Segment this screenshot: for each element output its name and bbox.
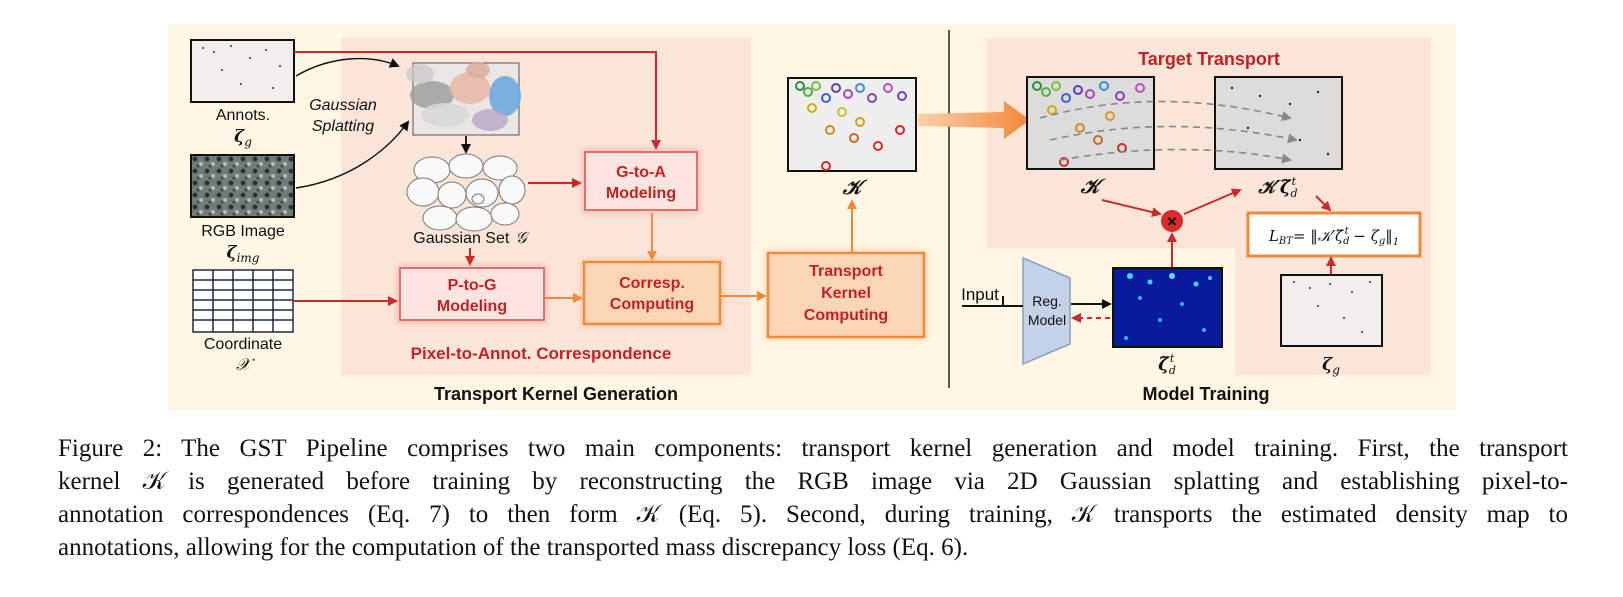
- gaussian-splatting-label-1: Gaussian: [309, 97, 377, 114]
- transport-label-2: Kernel: [821, 285, 871, 302]
- density-symbol: ζ̃dt: [1158, 352, 1176, 377]
- reg-model-label-2: Model: [1028, 312, 1066, 328]
- arrow-rgb-to-splatting: [295, 120, 410, 189]
- arrow-multiply-to-transported: [1183, 188, 1242, 215]
- splatting-reconstruction-image: [406, 62, 521, 136]
- kernel-image-left: [787, 77, 917, 172]
- gaussian-set-blobs: [406, 153, 526, 232]
- transport-label-3: Computing: [804, 307, 888, 324]
- p-to-g-label-1: P-to-G: [448, 277, 497, 294]
- caption-line-3: annotation correspondences (Eq. 7) to th…: [58, 501, 1568, 528]
- rgb-symbol: ζimg: [227, 243, 260, 265]
- arrow-annots-to-g-to-a: [294, 51, 661, 150]
- reg-model-block: [1022, 256, 1071, 366]
- transport-kernel-computing-box: [766, 251, 926, 339]
- transported-density-image: [1039, 76, 1343, 170]
- rgb-label: RGB Image: [201, 223, 285, 240]
- reg-model-label-1: Reg.: [1032, 293, 1062, 309]
- g-to-a-modeling-box: [584, 151, 698, 211]
- kernel-image-right: [1026, 76, 1155, 170]
- gst-pipeline-figure: Annots. ζg Gaussian Splatting RGB Image …: [168, 24, 1456, 410]
- correspondence-title: Pixel-to-Annot. Correspondence: [411, 344, 672, 363]
- loss-formula: LBT= ‖𝒦′ζ̃dt − ζg‖1: [1268, 226, 1399, 248]
- g-to-a-label-1: G-to-A: [616, 164, 666, 181]
- caption-line-1: Figure 2: The GST Pipeline comprises two…: [58, 435, 1568, 462]
- loss-box: [1246, 211, 1422, 258]
- p-to-g-modeling-box: [399, 267, 545, 321]
- g-to-a-label-2: Modeling: [606, 185, 676, 202]
- annots-label: Annots.: [216, 107, 270, 124]
- section-title-right: Model Training: [1142, 384, 1269, 404]
- transport-label-1: Transport: [809, 263, 883, 280]
- corresp-label-1: Corresp.: [619, 275, 685, 292]
- gt-symbol: ζg: [1322, 355, 1340, 377]
- multiply-symbol: ×: [1167, 212, 1177, 231]
- arrow-kernel-to-multiply: [1101, 199, 1162, 217]
- big-flow-arrow: [918, 101, 1030, 139]
- annots-symbol: ζg: [234, 127, 252, 149]
- coordinate-grid: [192, 269, 294, 333]
- density-map-image: [1112, 267, 1223, 348]
- arrow-transported-to-loss: [1315, 195, 1332, 212]
- section-title-left: Transport Kernel Generation: [434, 384, 678, 404]
- figure-caption: Figure 2: The GST Pipeline comprises two…: [58, 432, 1568, 564]
- corresp-label-2: Computing: [610, 296, 694, 313]
- target-transport-title: Target Transport: [1138, 49, 1280, 69]
- corresp-computing-box: [582, 260, 722, 326]
- p-to-g-label-2: Modeling: [437, 298, 507, 315]
- gt-annotation-image: [1280, 274, 1383, 347]
- multiply-node: [1161, 210, 1183, 232]
- input-label: Input: [961, 285, 999, 304]
- rgb-image: [190, 154, 295, 218]
- caption-line-4: annotations, allowing for the computatio…: [58, 534, 969, 561]
- arrow-annots-to-splatting: [295, 57, 400, 77]
- annots-image: [190, 39, 295, 103]
- caption-line-2: kernel 𝒦 is generated before training by…: [58, 468, 1568, 495]
- coordinate-label: Coordinate: [204, 336, 282, 353]
- gaussian-splatting-label-2: Splatting: [312, 118, 374, 135]
- kernel-zeta-symbol: 𝒦′ζ̃dt: [1257, 175, 1297, 200]
